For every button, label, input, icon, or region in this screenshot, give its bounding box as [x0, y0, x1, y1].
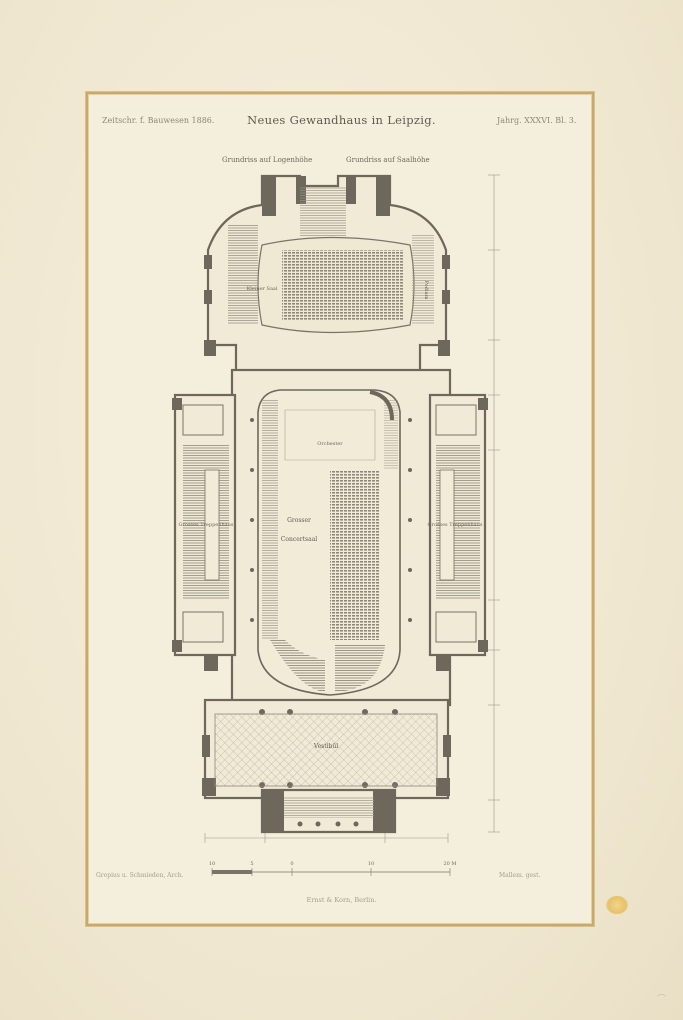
dimension-line-bottom — [204, 833, 449, 843]
dimension-line-right — [488, 174, 500, 833]
scale-tick-4: 20 M — [443, 861, 456, 867]
label-orchestra: Orchester — [317, 441, 343, 447]
scale-tick-3: 10 — [368, 861, 374, 867]
vestibule — [214, 713, 438, 818]
journal-reference: Zeitschr. f. Bauwesen 1886. — [102, 116, 215, 125]
label-stair-left: Grosses Treppenhaus — [179, 522, 234, 528]
paper-stain — [606, 896, 628, 914]
scale-tick-2: 0 — [290, 861, 293, 867]
label-podium: Podium — [423, 281, 429, 300]
subtitle-box-level: Grundriss auf Logenhöhe — [222, 156, 313, 164]
concert-hall — [257, 389, 401, 696]
scale-tick-0: 10 — [209, 861, 215, 867]
subtitle-hall-level: Grundriss auf Saalhöhe — [346, 156, 430, 164]
small-hall — [228, 186, 434, 334]
publisher-credit: Ernst & Korn, Berlin. — [306, 896, 377, 904]
label-concert-hall-2: Concertsaal — [281, 536, 317, 543]
label-vestibule: Vestibül — [313, 743, 338, 750]
engraver-credit: Mallem. gest. — [499, 872, 541, 879]
label-small-hall: Kleiner Saal — [246, 286, 277, 292]
stair-halls — [182, 404, 480, 643]
scale-tick-1: 5 — [250, 861, 253, 867]
scale-bar: 10 5 0 10 20 M — [209, 861, 457, 876]
label-concert-hall-1: Grosser — [287, 517, 311, 524]
plate-number: Jahrg. XXXVI. Bl. 3. — [497, 116, 577, 125]
pencil-mark: ⌒ — [657, 995, 667, 1005]
architect-credit: Gropius u. Schmieden, Arch. — [96, 872, 184, 879]
plate-title: Neues Gewandhaus in Leipzig. — [247, 113, 436, 127]
label-stair-right: Grosses Treppenhaus — [428, 522, 483, 528]
